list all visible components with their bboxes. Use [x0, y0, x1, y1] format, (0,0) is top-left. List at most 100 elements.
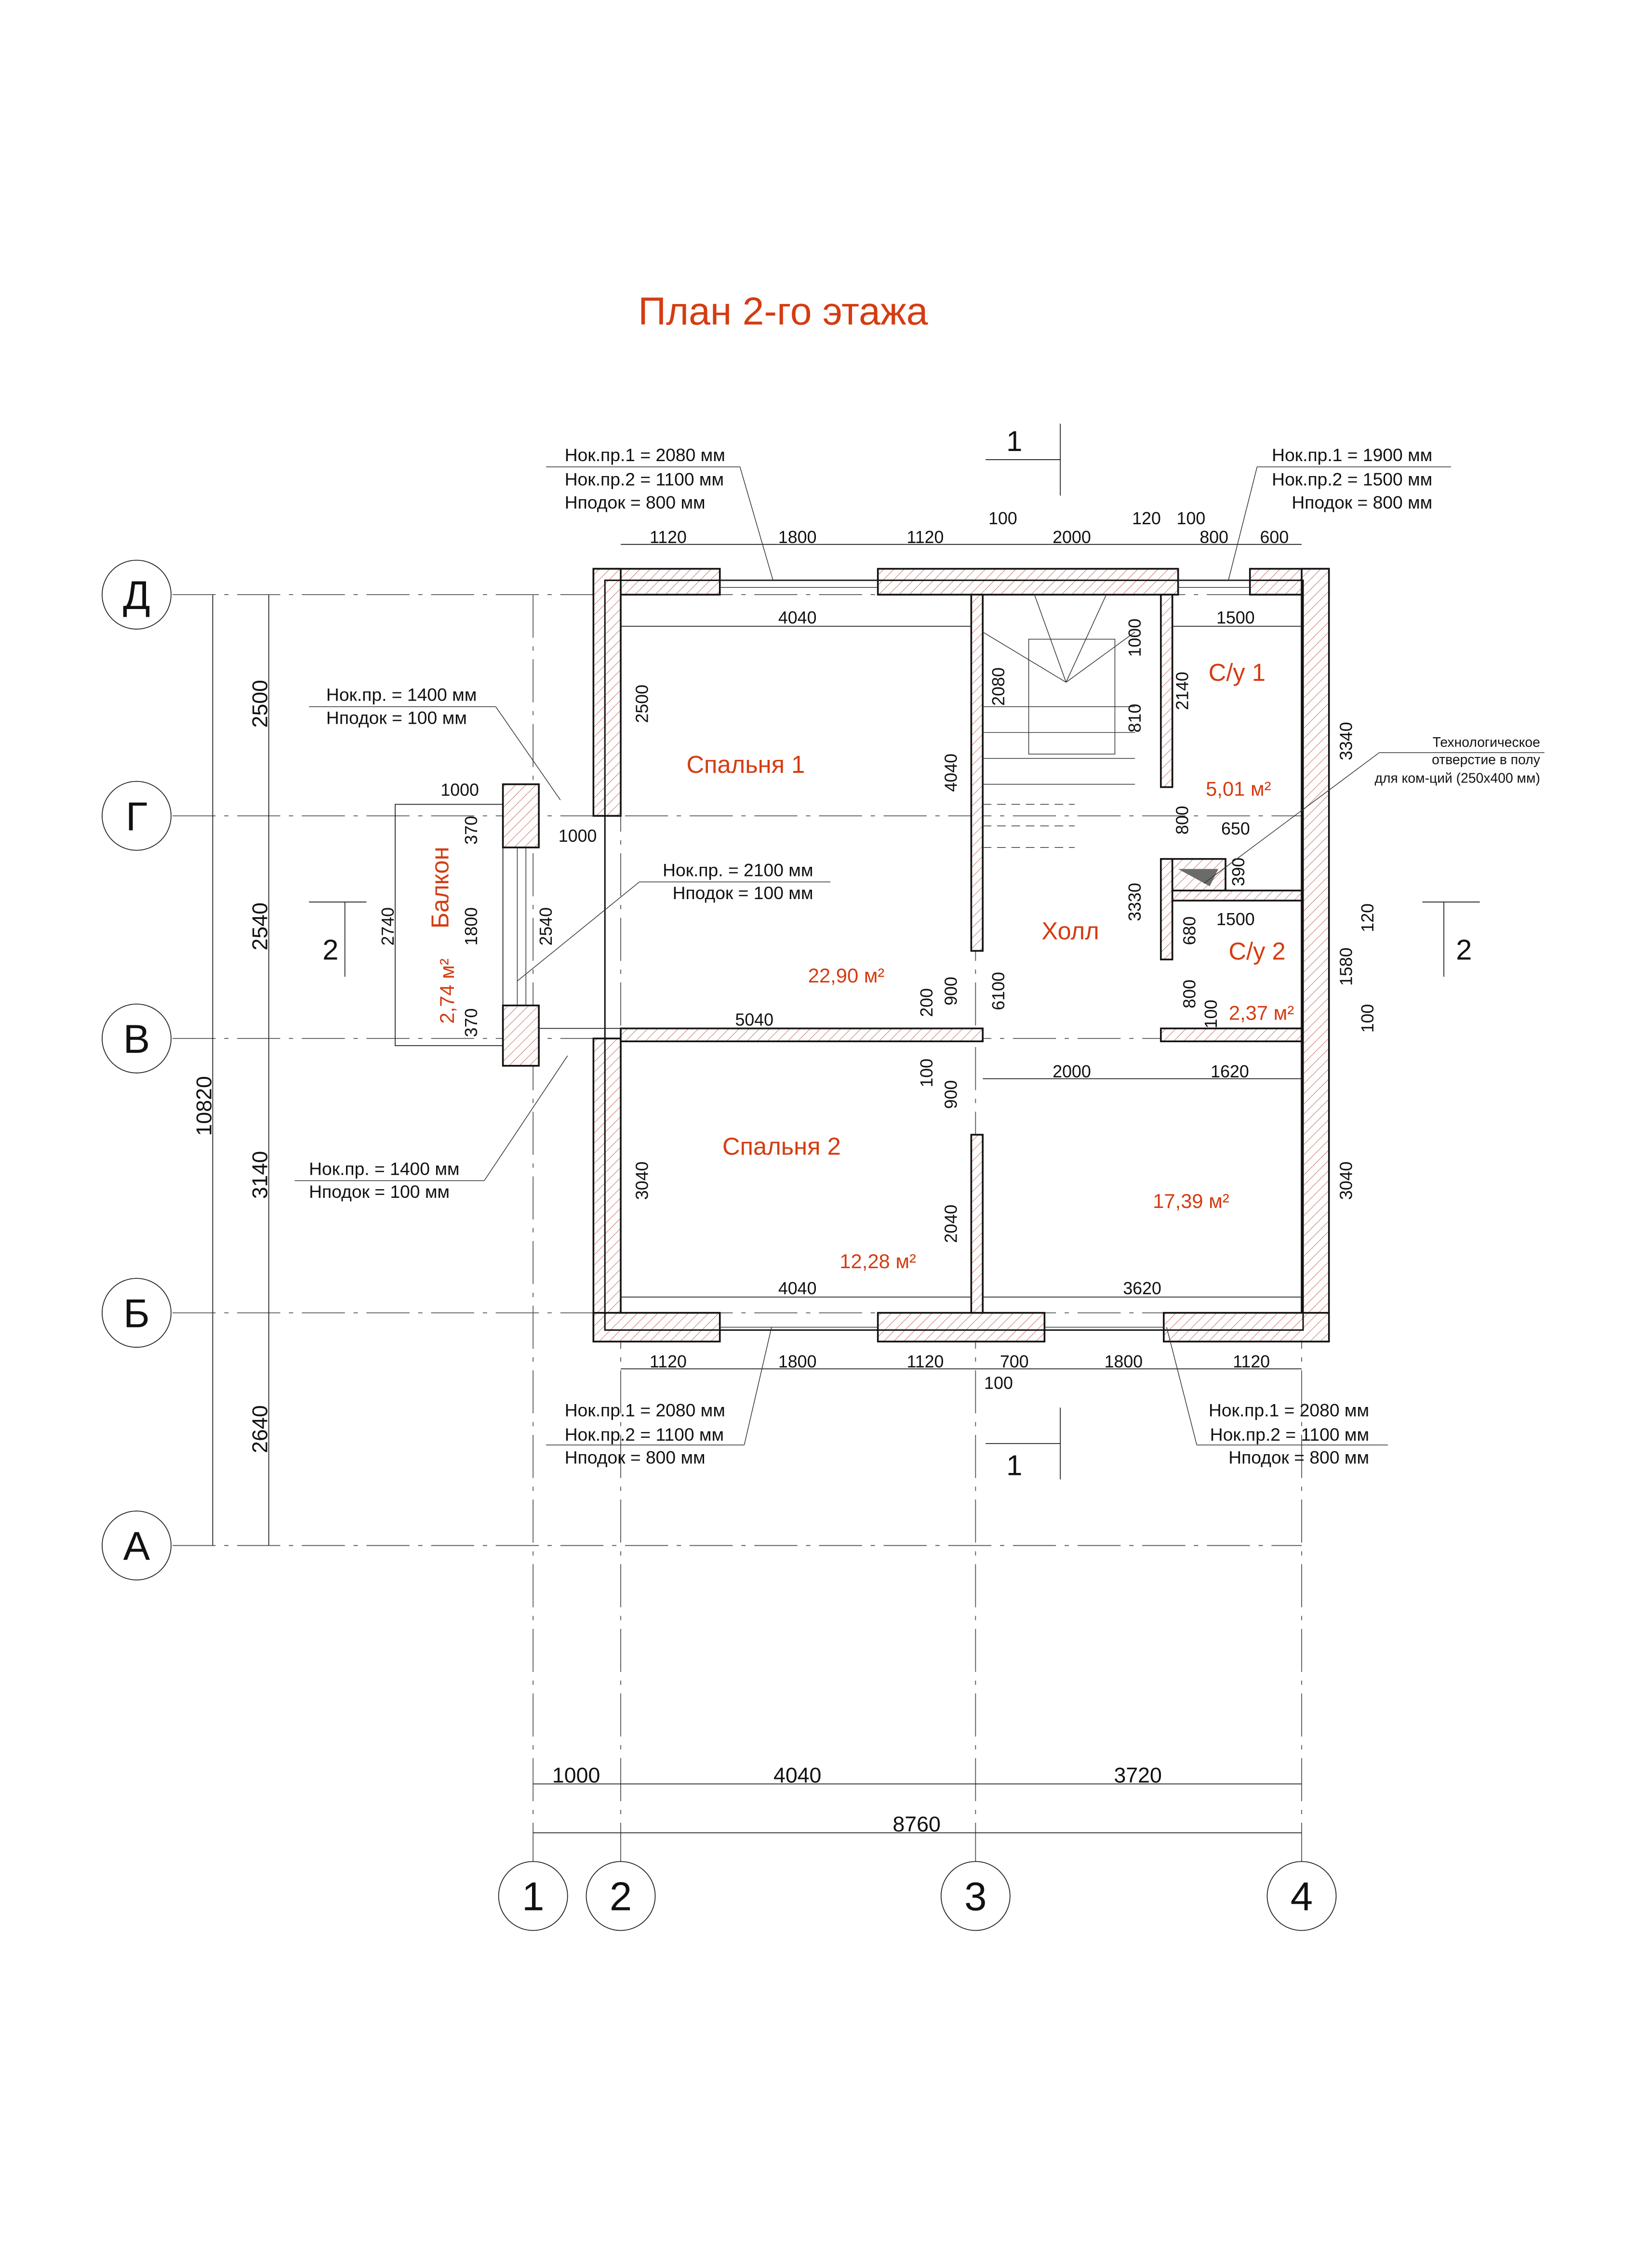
- tech-opening-note: Технологическое отверстие в полу для ком…: [1203, 734, 1545, 884]
- svg-text:1580: 1580: [1336, 947, 1356, 986]
- svg-text:100: 100: [984, 1374, 1013, 1393]
- svg-text:Нок.пр.2 = 1500 мм: Нок.пр.2 = 1500 мм: [1272, 469, 1432, 490]
- svg-text:В: В: [123, 1016, 150, 1061]
- svg-text:4040: 4040: [778, 1279, 817, 1298]
- svg-text:Нок.пр. = 1400 мм: Нок.пр. = 1400 мм: [309, 1158, 459, 1179]
- svg-text:Нок.пр.1 = 2080 мм: Нок.пр.1 = 2080 мм: [565, 445, 725, 465]
- room-bedroom-1: Спальня 1: [686, 751, 805, 778]
- svg-text:2540: 2540: [249, 902, 272, 950]
- svg-text:12,28 м²: 12,28 м²: [839, 1250, 916, 1273]
- svg-text:1800: 1800: [1105, 1352, 1143, 1371]
- svg-text:680: 680: [1180, 916, 1199, 945]
- window-note-left-upper: Нок.пр. = 1400 мм Нподок = 100 мм: [309, 685, 561, 800]
- axis-col-2: 2: [586, 1861, 656, 1931]
- svg-text:700: 700: [1000, 1352, 1029, 1371]
- svg-text:100: 100: [1358, 1004, 1377, 1033]
- balcony: [395, 783, 540, 1067]
- svg-text:3720: 3720: [1114, 1764, 1161, 1787]
- svg-text:100: 100: [1177, 509, 1206, 528]
- svg-text:6100: 6100: [989, 972, 1008, 1010]
- walls: [592, 568, 1330, 1343]
- axis-row-a: А: [102, 1511, 172, 1580]
- bottom-dimensions: 1000 4040 3720 8760: [533, 1764, 1302, 1836]
- svg-text:3330: 3330: [1125, 883, 1145, 921]
- svg-text:4040: 4040: [778, 608, 817, 627]
- svg-text:Нподок = 100 мм: Нподок = 100 мм: [673, 883, 813, 903]
- svg-text:Нок.пр.2 = 1100 мм: Нок.пр.2 = 1100 мм: [1210, 1424, 1369, 1445]
- svg-text:5040: 5040: [735, 1010, 773, 1029]
- room-hall: Холл: [1041, 917, 1099, 945]
- svg-text:3040: 3040: [633, 1162, 652, 1200]
- svg-text:2,74 м²: 2,74 м²: [436, 958, 458, 1023]
- svg-text:810: 810: [1125, 704, 1145, 733]
- svg-text:1: 1: [1006, 425, 1022, 457]
- room-balcony: Балкон: [426, 847, 453, 928]
- svg-text:2000: 2000: [1052, 528, 1091, 547]
- svg-text:1800: 1800: [462, 907, 481, 946]
- svg-text:120: 120: [1358, 903, 1377, 932]
- svg-text:1: 1: [522, 1874, 544, 1919]
- svg-text:1800: 1800: [778, 1352, 817, 1371]
- svg-text:800: 800: [1199, 528, 1228, 547]
- plan-title: План 2-го этажа: [638, 290, 928, 333]
- svg-text:Технологическое: Технологическое: [1433, 734, 1540, 750]
- svg-text:800: 800: [1180, 980, 1199, 1008]
- svg-text:1: 1: [1006, 1449, 1022, 1481]
- staircase: [982, 594, 1135, 848]
- window-note-top-right: Нок.пр.1 = 1900 мм Нок.пр.2 = 1500 мм Нп…: [1228, 445, 1452, 581]
- svg-text:2040: 2040: [942, 1205, 961, 1243]
- svg-text:Нподок = 800 мм: Нподок = 800 мм: [565, 1447, 706, 1468]
- svg-text:2540: 2540: [536, 907, 556, 946]
- axis-col-3: 3: [940, 1861, 1011, 1931]
- svg-text:Нок.пр.1 = 2080 мм: Нок.пр.1 = 2080 мм: [565, 1400, 725, 1420]
- svg-text:900: 900: [942, 977, 961, 1006]
- svg-text:1120: 1120: [907, 1352, 944, 1371]
- svg-text:650: 650: [1221, 819, 1250, 838]
- tech-opening-icon: [1178, 869, 1219, 887]
- window-note-top-left: Нок.пр.1 = 2080 мм Нок.пр.2 = 1100 мм Нп…: [546, 445, 773, 581]
- svg-text:1000: 1000: [559, 826, 597, 846]
- svg-text:Нподок = 800 мм: Нподок = 800 мм: [1228, 1447, 1369, 1468]
- svg-text:1800: 1800: [778, 528, 817, 547]
- svg-text:1620: 1620: [1211, 1062, 1249, 1081]
- section-mark-2-left: 2: [309, 902, 367, 977]
- svg-text:Нок.пр. = 2100 мм: Нок.пр. = 2100 мм: [663, 860, 813, 880]
- bottom-dimension-row: 1120 1800 1120 700 1800 1120 100: [621, 1352, 1302, 1393]
- svg-text:для ком-ций (250х400 мм): для ком-ций (250х400 мм): [1374, 770, 1540, 786]
- svg-text:2640: 2640: [249, 1405, 272, 1453]
- section-mark-1-top: 1: [986, 424, 1061, 496]
- interior-dimensions: 4040 1500 4040 3620 5040 2000 1620 650 1…: [378, 608, 1377, 1298]
- axis-row-g: Г: [102, 781, 172, 851]
- svg-text:Нок.пр.2 = 1100 мм: Нок.пр.2 = 1100 мм: [565, 1424, 724, 1445]
- svg-text:3140: 3140: [249, 1151, 272, 1199]
- axis-col-1: 1: [498, 1861, 568, 1931]
- svg-text:3040: 3040: [1336, 1162, 1356, 1200]
- svg-text:2: 2: [1456, 933, 1472, 966]
- section-mark-2-right: 2: [1422, 902, 1480, 977]
- svg-text:100: 100: [1201, 1000, 1221, 1029]
- door-note: Нок.пр. = 2100 мм Нподок = 100 мм: [517, 860, 831, 981]
- svg-text:Нподок = 100 мм: Нподок = 100 мм: [326, 707, 467, 728]
- svg-text:4: 4: [1291, 1874, 1313, 1919]
- axis-col-4: 4: [1266, 1861, 1337, 1931]
- svg-text:3340: 3340: [1336, 722, 1356, 760]
- svg-text:4040: 4040: [773, 1764, 821, 1787]
- svg-text:17,39 м²: 17,39 м²: [1153, 1190, 1229, 1212]
- svg-text:120: 120: [1132, 509, 1161, 528]
- svg-text:Нок.пр. = 1400 мм: Нок.пр. = 1400 мм: [326, 685, 477, 705]
- svg-text:10820: 10820: [192, 1076, 216, 1136]
- svg-text:Д: Д: [123, 572, 150, 618]
- svg-text:2000: 2000: [1052, 1062, 1091, 1081]
- svg-text:3620: 3620: [1123, 1279, 1161, 1298]
- axis-row-b: Б: [102, 1278, 172, 1348]
- svg-text:4040: 4040: [942, 754, 961, 792]
- svg-text:1000: 1000: [1125, 619, 1145, 657]
- svg-text:600: 600: [1260, 528, 1289, 547]
- svg-text:200: 200: [917, 988, 936, 1017]
- svg-text:2500: 2500: [249, 680, 272, 728]
- svg-text:2080: 2080: [989, 667, 1008, 706]
- room-labels: Спальня 1 22,90 м² Холл 17,39 м² С/у 1 5…: [426, 659, 1294, 1273]
- svg-text:2: 2: [610, 1874, 632, 1919]
- svg-text:100: 100: [917, 1059, 936, 1088]
